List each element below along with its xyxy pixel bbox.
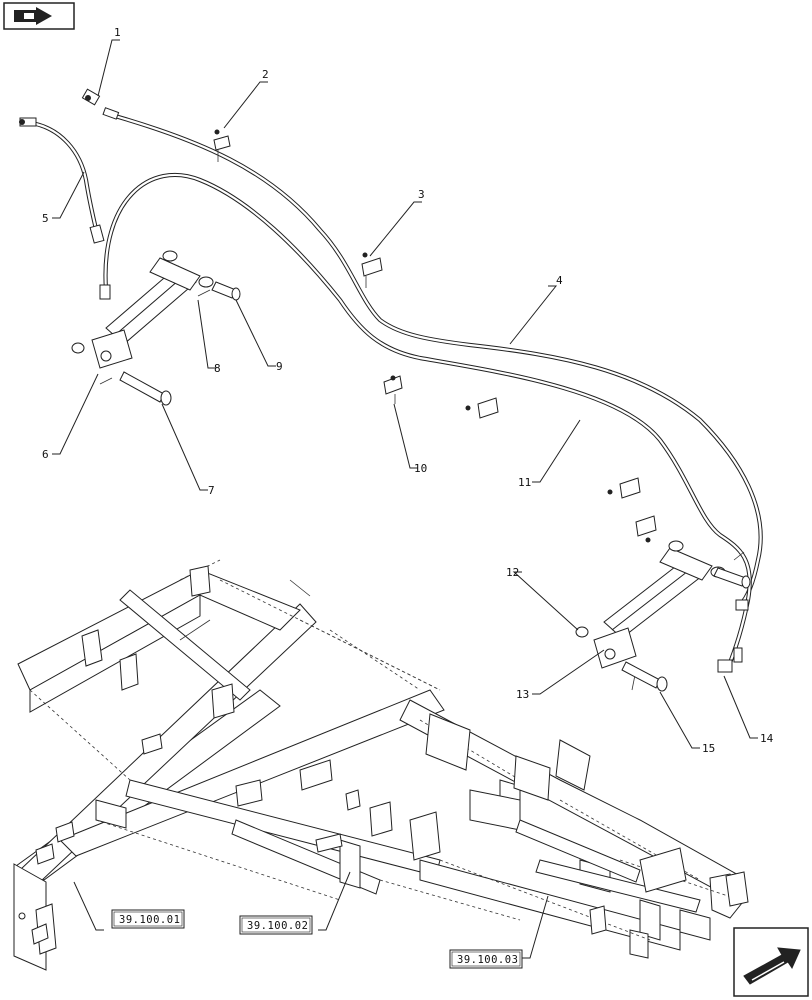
hose-assembly-short: [19, 117, 105, 244]
callout-5: 5: [42, 212, 49, 225]
section-ref-1[interactable]: 39.100.01: [111, 909, 185, 929]
hose-assembly-11: [103, 173, 752, 671]
pin-9: [197, 281, 241, 301]
section-ref-3[interactable]: 39.100.03: [449, 949, 523, 969]
callout-14: 14: [760, 732, 774, 745]
callout-7: 7: [208, 484, 215, 497]
section-ref-1-label: 39.100.01: [119, 914, 180, 926]
book-pointer-icon[interactable]: [3, 2, 75, 30]
callout-1: 1: [114, 26, 121, 39]
callout-12: 12: [506, 566, 519, 579]
callout-11: 11: [518, 476, 531, 489]
section-ref-3-label: 39.100.03: [457, 954, 518, 966]
callout-3: 3: [418, 188, 425, 201]
callout-labels: 1 2 3 4 5 6 7 8 9 10 11 12 13 14 15: [42, 26, 774, 755]
next-page-arrow-icon[interactable]: [733, 927, 809, 997]
hose-clamps: [213, 129, 657, 543]
callout-4: 4: [556, 274, 563, 287]
callout-6: 6: [42, 448, 49, 461]
hose-fittings: [81, 88, 749, 673]
implement-frame: [13, 559, 749, 971]
hydraulic-cylinder-left: [71, 250, 214, 385]
section-ref-2-label: 39.100.02: [247, 920, 308, 932]
section-ref-2[interactable]: 39.100.02: [239, 915, 313, 935]
leader-lines: [52, 39, 758, 959]
callout-10: 10: [414, 462, 427, 475]
pin-upper-right: [713, 551, 751, 589]
callout-9: 9: [276, 360, 283, 373]
callout-8: 8: [214, 362, 221, 375]
callout-2: 2: [262, 68, 269, 81]
pin-7: [119, 371, 172, 406]
pin-15: [621, 661, 668, 692]
hose-assembly-long: [105, 111, 763, 608]
hydraulic-cylinder-right: [575, 540, 726, 691]
callout-13: 13: [516, 688, 529, 701]
callout-15: 15: [702, 742, 715, 755]
